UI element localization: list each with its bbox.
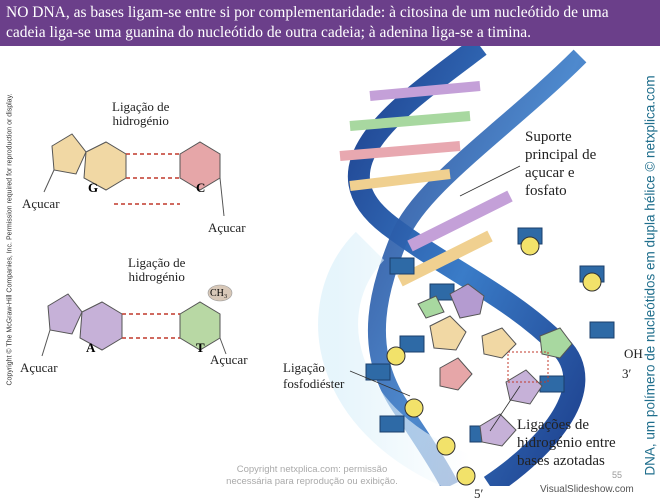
footer-brand: VisualSlideshow.com xyxy=(540,484,634,495)
base-label-g: G xyxy=(88,180,99,195)
phosphodiester-label: Ligação fosfodiéster xyxy=(283,360,345,391)
oh-label: OH xyxy=(624,346,643,361)
helix-rungs xyxy=(339,81,513,287)
header-banner: NO DNA, as bases ligam-se entre si por c… xyxy=(0,0,660,46)
banner-line-2: cadeia liga-se uma guanina do nucleótido… xyxy=(6,24,532,41)
hbond-label-gc: Ligação de hidrogénio xyxy=(112,99,170,128)
copyright-notice: Copyright © The McGraw-Hill Companies, I… xyxy=(6,93,14,386)
base-label-c: C xyxy=(196,180,206,195)
base-label-a: A xyxy=(86,340,96,355)
methyl-label: CH₃ xyxy=(210,288,228,299)
side-title: DNA, um polímero de nucleótidos em dupla… xyxy=(642,75,658,476)
five-prime-label: 5′ xyxy=(474,486,484,501)
page-number: 55 xyxy=(612,470,623,480)
watermark: Copyright netxplica.com: permissão neces… xyxy=(226,464,398,487)
banner-line-1: NO DNA, as bases ligam-se entre si por c… xyxy=(6,4,609,21)
sugar-label-a: Açucar xyxy=(20,360,58,375)
sugar-label-t: Açucar xyxy=(210,352,248,367)
sugar-label-g: Açucar xyxy=(22,196,60,211)
hbond-label-at: Ligação de hidrogénio xyxy=(128,255,186,284)
sugar-label-c: Açucar xyxy=(208,220,246,235)
adenine-structure xyxy=(47,293,123,351)
hydrogen-bonds-label: Ligações de hidrogénio entre bases azota… xyxy=(517,417,616,469)
thymine-structure xyxy=(179,284,233,351)
base-label-t: T xyxy=(196,340,205,355)
guanine-structure xyxy=(51,133,127,191)
backbone-label: Suporte principal de açucar e fosfato xyxy=(525,129,597,199)
three-prime-label: 3′ xyxy=(622,366,632,381)
dna-helix-illustration xyxy=(318,46,615,486)
phosphate-groups xyxy=(386,236,602,486)
base-pairing-diagram xyxy=(41,133,233,357)
